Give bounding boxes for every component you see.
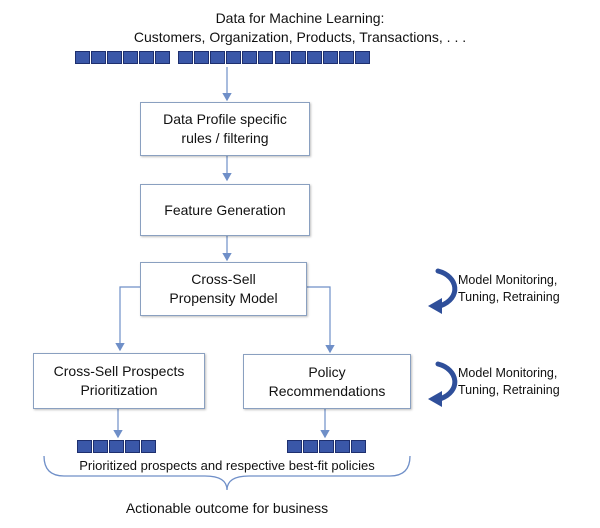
input-data-strip-2 bbox=[178, 51, 273, 64]
output-prospects-strip bbox=[77, 440, 156, 453]
propensity-model-box: Cross-Sell Propensity Model bbox=[140, 262, 307, 316]
feature-generation-box: Feature Generation bbox=[140, 184, 310, 236]
model-monitoring-note-2: Model Monitoring, Tuning, Retraining bbox=[458, 365, 560, 399]
policy-recommendations-box: Policy Recommendations bbox=[243, 354, 411, 409]
prospects-prioritization-box-line2: Prioritization bbox=[80, 382, 158, 398]
output-policies-strip bbox=[287, 440, 366, 453]
input-data-strip-1 bbox=[75, 51, 170, 64]
business-outcome-label: Actionable outcome for business bbox=[125, 500, 329, 516]
data-source-title-line1: Data for Machine Learning: bbox=[215, 10, 385, 26]
output-caption: Prioritized prospects and respective bes… bbox=[79, 458, 375, 473]
data-source-title: Data for Machine Learning: Customers, Or… bbox=[0, 9, 600, 47]
prospects-prioritization-box-line1: Cross-Sell Prospects bbox=[53, 363, 185, 379]
policy-recommendations-box-line1: Policy bbox=[308, 363, 346, 380]
input-data-strip-3 bbox=[275, 51, 370, 64]
model-monitoring-note-1: Model Monitoring, Tuning, Retraining bbox=[458, 272, 560, 306]
arrow-model-to-prospects bbox=[115, 286, 140, 352]
model-monitoring-note-2-line1: Model Monitoring, bbox=[458, 366, 558, 380]
propensity-model-box-line1: Cross-Sell bbox=[191, 271, 256, 287]
data-source-title-line2: Customers, Organization, Products, Trans… bbox=[133, 29, 467, 45]
model-monitoring-note-1-line1: Model Monitoring, bbox=[458, 273, 558, 287]
policy-recommendations-box-line2: Recommendations bbox=[268, 382, 386, 399]
data-profile-box-line2: rules / filtering bbox=[181, 130, 269, 146]
data-profile-box: Data Profile specific rules / filtering bbox=[140, 102, 310, 156]
model-monitoring-note-1-line2: Tuning, Retraining bbox=[458, 290, 560, 304]
arrow-model-to-policy bbox=[305, 286, 335, 354]
circular-arrow-icon bbox=[428, 361, 458, 407]
circular-arrow-icon bbox=[428, 268, 458, 314]
feature-generation-box-label: Feature Generation bbox=[164, 201, 286, 218]
outcome-brace bbox=[43, 455, 411, 491]
propensity-model-box-line2: Propensity Model bbox=[169, 290, 278, 306]
data-profile-box-line1: Data Profile specific bbox=[163, 111, 287, 127]
model-monitoring-note-2-line2: Tuning, Retraining bbox=[458, 383, 560, 397]
prospects-prioritization-box: Cross-Sell Prospects Prioritization bbox=[33, 353, 205, 409]
